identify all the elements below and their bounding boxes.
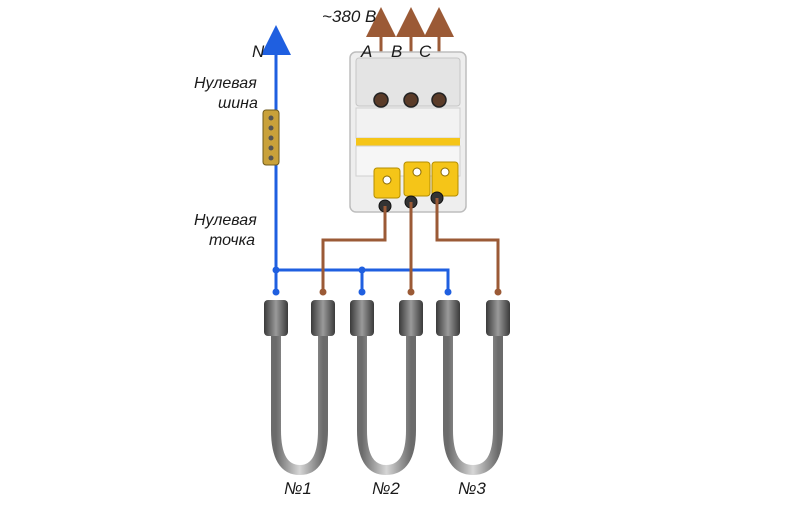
neutral-bus-label-line1: Нулевая <box>194 75 257 92</box>
phase-a-label: A <box>360 42 372 61</box>
phase-b-label: B <box>391 42 402 61</box>
neutral-distribution-line <box>276 268 450 292</box>
neutral-bus-bar <box>262 109 280 166</box>
heater-1-label: №1 <box>284 479 312 498</box>
neutral-point-label-line2: точка <box>209 232 255 249</box>
phase-a-load <box>321 206 387 292</box>
heater-2-label: №2 <box>372 479 400 498</box>
neutral-point-label-line1: Нулевая <box>194 212 257 229</box>
phase-c-label: C <box>419 42 432 61</box>
heater-2 <box>350 300 423 476</box>
phase-c-load <box>435 198 500 292</box>
neutral-label: N <box>252 42 265 61</box>
heater-1 <box>264 300 335 476</box>
voltage-label: ~380 В <box>322 7 376 26</box>
heater-3 <box>436 300 510 476</box>
heater-3-label: №3 <box>458 479 486 498</box>
neutral-point-dot <box>272 266 280 274</box>
neutral-bus-label-line2: шина <box>218 95 258 112</box>
three-pole-breaker <box>349 51 467 213</box>
